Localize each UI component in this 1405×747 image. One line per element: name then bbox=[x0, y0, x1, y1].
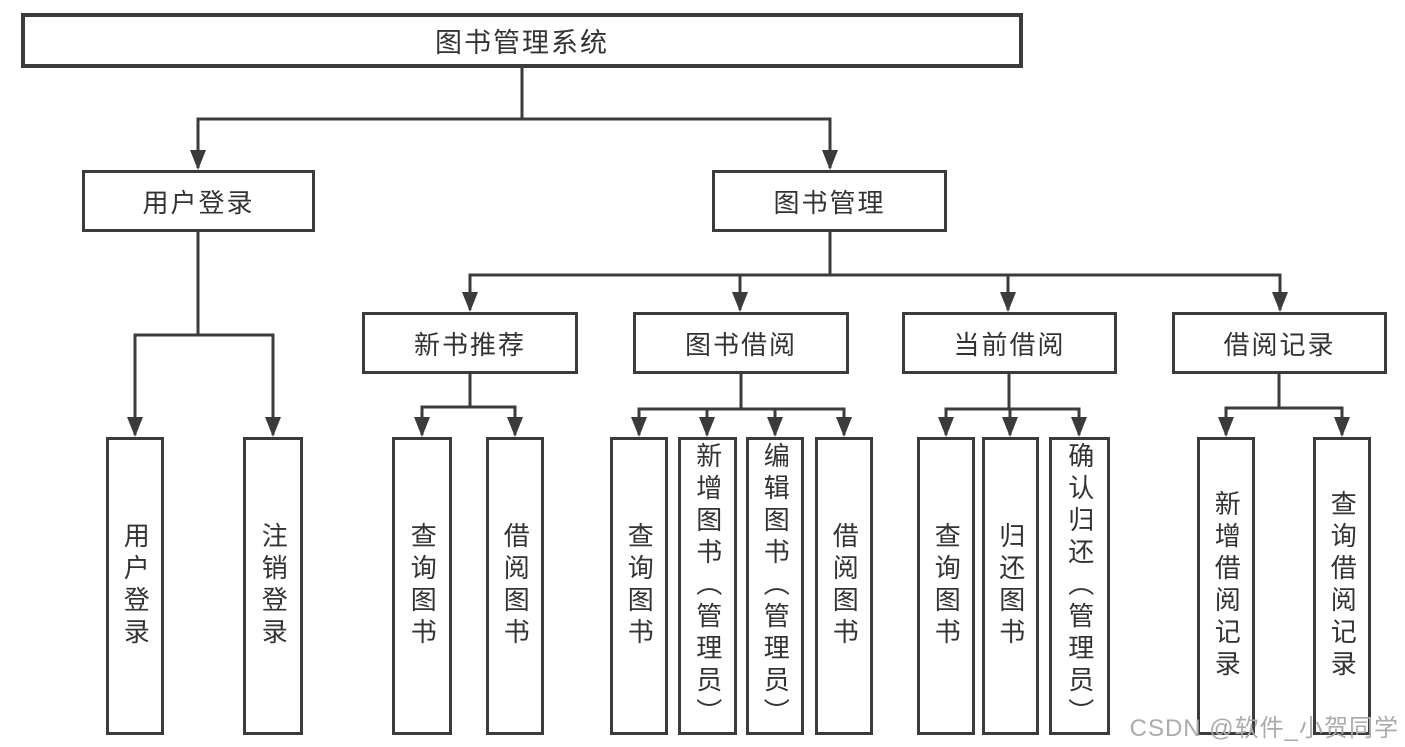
leaf-query-book-borrow: 查询图书 bbox=[610, 437, 668, 735]
leaf-query-book-recommend: 查询图书 bbox=[392, 437, 452, 735]
leaf-query-book-current: 查询图书 bbox=[917, 437, 975, 735]
leaf-add-book-admin: 新增图书（管理员） bbox=[678, 437, 737, 735]
arrowheads bbox=[127, 150, 1350, 437]
leaf-borrow-book: 借阅图书 bbox=[815, 437, 873, 735]
leaf-borrow-book-recommend: 借阅图书 bbox=[486, 437, 544, 735]
node-user-login-branch: 用户登录 bbox=[82, 170, 315, 232]
leaf-user-login: 用户登录 bbox=[106, 437, 164, 735]
leaf-query-borrow-record: 查询借阅记录 bbox=[1313, 437, 1371, 735]
leaf-confirm-return-admin: 确认归还（管理员） bbox=[1049, 437, 1110, 735]
node-borrow-records: 借阅记录 bbox=[1172, 312, 1387, 374]
leaf-add-borrow-record: 新增借阅记录 bbox=[1197, 437, 1255, 735]
node-library-system: 图书管理系统 bbox=[21, 13, 1023, 68]
node-current-borrow: 当前借阅 bbox=[902, 312, 1117, 374]
leaf-return-book: 归还图书 bbox=[982, 437, 1039, 735]
leaf-logout: 注销登录 bbox=[243, 437, 303, 735]
csdn-watermark: CSDN @软件_小贺同学 bbox=[1129, 715, 1399, 742]
node-new-book-recommend: 新书推荐 bbox=[362, 312, 578, 374]
node-book-management-branch: 图书管理 bbox=[712, 170, 947, 232]
node-book-borrow: 图书借阅 bbox=[633, 312, 849, 374]
leaf-edit-book-admin: 编辑图书（管理员） bbox=[746, 437, 804, 735]
